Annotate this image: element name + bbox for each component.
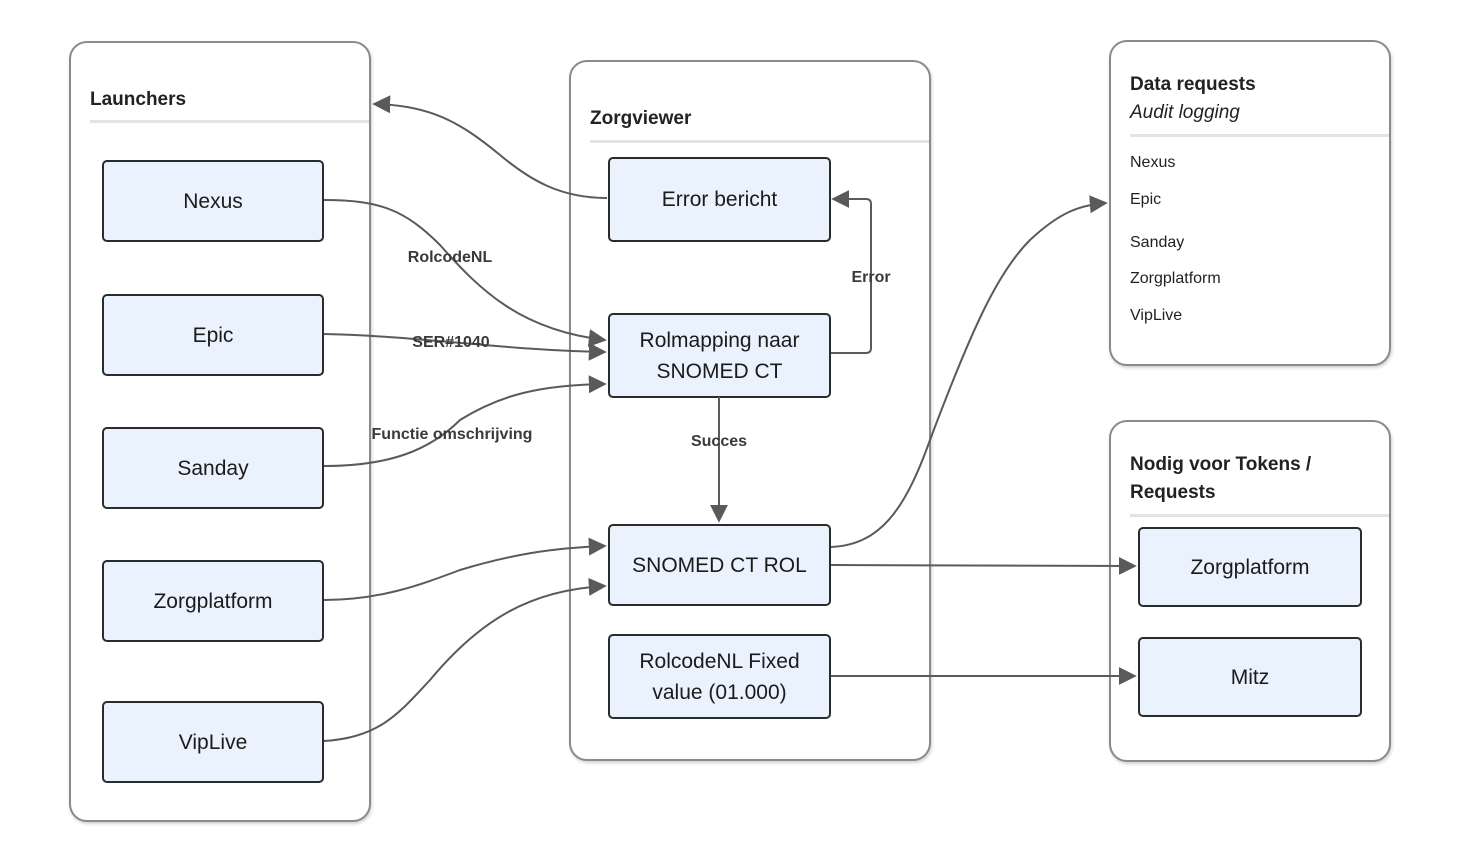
edge-snomed-to-token-zorgplatform xyxy=(830,556,1137,575)
rolmapping-line2: SNOMED CT xyxy=(656,359,783,383)
edge-snomed-to-data-requests xyxy=(830,195,1108,548)
edge-zorgplatform-to-snomed xyxy=(323,537,607,601)
token-zorgplatform-node[interactable]: Zorgplatform xyxy=(1138,527,1362,607)
launcher-epic[interactable]: Epic xyxy=(102,294,324,376)
edge-label-succes: Succes xyxy=(691,433,747,450)
edge-label-error: Error xyxy=(851,269,890,286)
edge-epic-to-rolmapping xyxy=(323,333,607,361)
zorgviewer-container: Zorgviewer Error bericht Rolmapping naar… xyxy=(569,60,931,761)
rolcode-fixed-line1: RolcodeNL Fixed xyxy=(639,649,800,673)
rolcode-fixed-line2: value (01.000) xyxy=(652,680,787,704)
launcher-nexus[interactable]: Nexus xyxy=(102,160,324,242)
zorgviewer-divider xyxy=(590,140,929,143)
edge-error-to-launchers xyxy=(372,95,608,199)
tokens-title-line1: Nodig voor Tokens / xyxy=(1130,454,1312,475)
data-requests-title: Data requests xyxy=(1130,74,1256,95)
edge-label-rolcodenl: RolcodeNL xyxy=(408,249,493,266)
data-requests-divider xyxy=(1130,134,1389,137)
launchers-container: Launchers Nexus Epic Sanday Zorgplatform… xyxy=(69,41,371,822)
rolcode-fixed-node[interactable]: RolcodeNL Fixed value (01.000) xyxy=(608,634,831,719)
launchers-title: Launchers xyxy=(90,89,187,110)
rolmapping-node[interactable]: Rolmapping naar SNOMED CT xyxy=(608,313,831,398)
data-request-zorgplatform: Zorgplatform xyxy=(1130,270,1221,287)
launcher-viplive[interactable]: VipLive xyxy=(102,701,324,783)
edge-nexus-to-rolmapping xyxy=(323,199,607,348)
data-request-nexus: Nexus xyxy=(1130,154,1176,171)
edge-rolmapping-error xyxy=(831,190,872,354)
launcher-sanday[interactable]: Sanday xyxy=(102,427,324,509)
launcher-zorgplatform[interactable]: Zorgplatform xyxy=(102,560,324,642)
launchers-divider xyxy=(90,120,369,123)
token-mitz-node[interactable]: Mitz xyxy=(1138,637,1362,717)
error-message-node[interactable]: Error bericht xyxy=(608,157,831,242)
data-request-sanday: Sanday xyxy=(1130,234,1185,251)
tokens-container: Nodig voor Tokens / Requests Zorgplatfor… xyxy=(1109,420,1391,762)
edge-label-functie-omschrijving: Functie omschrijving xyxy=(372,426,533,443)
edge-viplive-to-snomed xyxy=(323,577,607,742)
rolmapping-line1: Rolmapping naar xyxy=(639,328,800,352)
zorgviewer-title: Zorgviewer xyxy=(590,108,692,129)
tokens-divider xyxy=(1130,514,1389,517)
audit-logging-subtitle: Audit logging xyxy=(1130,102,1240,123)
data-request-viplive: VipLive xyxy=(1130,307,1183,324)
snomed-ct-rol-node[interactable]: SNOMED CT ROL xyxy=(608,524,831,606)
data-requests-container: Data requests Audit logging Nexus Epic S… xyxy=(1109,40,1391,366)
data-request-epic: Epic xyxy=(1130,191,1162,208)
edge-label-ser1040: SER#1040 xyxy=(412,334,489,351)
tokens-title-line2: Requests xyxy=(1130,482,1216,503)
edge-sanday-to-rolmapping xyxy=(323,375,607,467)
